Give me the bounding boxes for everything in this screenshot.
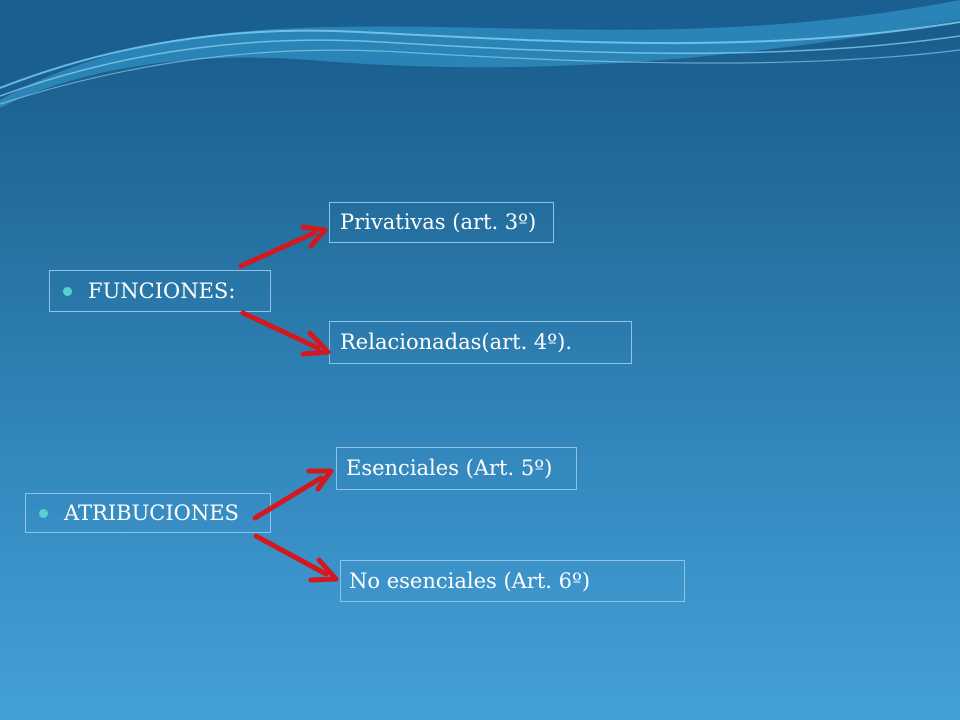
esenciales-box: Esenciales (Art. 5º) [336, 447, 577, 490]
arrow-funciones-to-relacionadas [240, 310, 331, 357]
esenciales-label: Esenciales (Art. 5º) [346, 456, 553, 480]
bullet-icon [39, 508, 48, 518]
arrow-atribuciones-to-no-esenciales [253, 533, 339, 583]
no-esenciales-label: No esenciales (Art. 6º) [349, 568, 591, 593]
privativas-label: Privativas (art. 3º) [340, 210, 537, 234]
atribuciones-box: ATRIBUCIONES [25, 493, 271, 533]
funciones-box: FUNCIONES: [49, 270, 271, 312]
privativas-box: Privativas (art. 3º) [329, 202, 554, 243]
relacionadas-box: Relacionadas(art. 4º). [329, 321, 632, 364]
relacionadas-label: Relacionadas(art. 4º). [340, 330, 573, 354]
header-wave-decoration [0, 0, 960, 108]
arrow-atribuciones-to-esenciales [252, 468, 334, 521]
atribuciones-label: ATRIBUCIONES [64, 500, 239, 525]
bullet-icon [63, 286, 72, 296]
no-esenciales-box: No esenciales (Art. 6º) [340, 560, 685, 602]
funciones-label: FUNCIONES: [88, 278, 236, 303]
arrow-funciones-to-privativas [238, 224, 328, 269]
